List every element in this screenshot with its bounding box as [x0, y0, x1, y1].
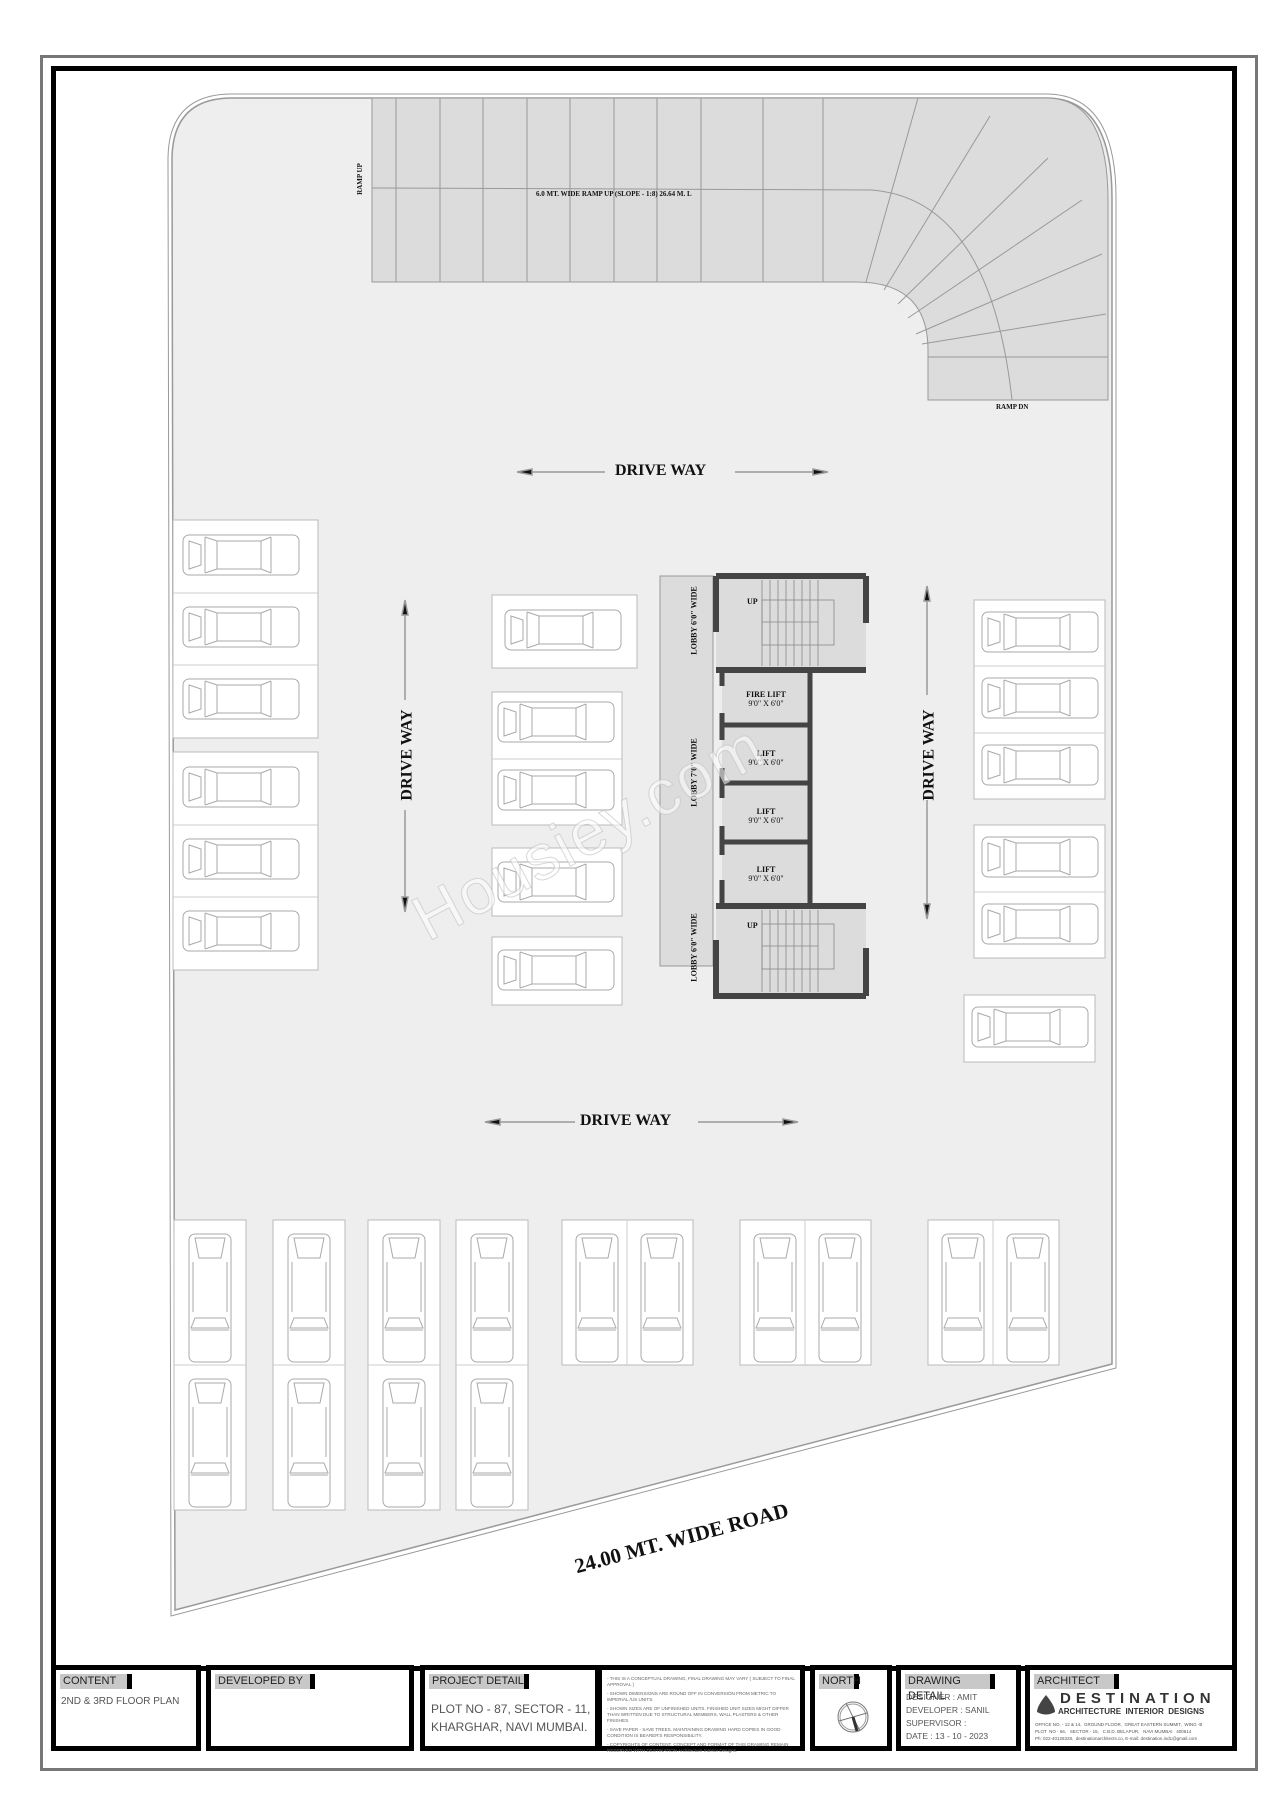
designer: DESIGNER : AMIT — [906, 1692, 978, 1702]
lift-label-2: LIFT 9'0" X 6'0" — [724, 807, 808, 825]
title-block-developed-by: DEVELOPED BY — [206, 1665, 414, 1751]
fire-lift-label: FIRE LIFT 9'0" X 6'0" — [724, 690, 808, 708]
note-4: - SAVE PAPER - SAVE TREES. MAINTAINING D… — [607, 1726, 781, 1739]
stair-up-label-bottom: UP — [747, 921, 758, 930]
note-1: - THIS IS A CONCEPTUAL DRAWING, FINAL DR… — [607, 1676, 795, 1688]
architect-contact: Ph: 022-40126328, destinationarchitects.… — [1035, 1736, 1198, 1741]
developed-by-header: DEVELOPED BY — [215, 1674, 315, 1689]
architect-brand: DESTINATION — [1060, 1690, 1216, 1707]
ramp-up-label: RAMP UP — [355, 163, 364, 195]
lift-size: 9'0" X 6'0" — [748, 816, 784, 825]
lift-name: LIFT — [756, 749, 776, 758]
lift-size: 9'0" X 6'0" — [748, 699, 784, 708]
driveway-label-left: DRIVE WAY — [398, 709, 416, 801]
note-3: - SHOWN SIZES ARE OF UNFINISHED UNITS. F… — [607, 1705, 789, 1724]
stair-up-label-top: UP — [747, 597, 758, 606]
title-block-content: CONTENT 2ND & 3RD FLOOR PLAN — [51, 1665, 201, 1751]
lobby-label-top: LOBBY 6'0" WIDE — [689, 586, 699, 655]
note-5: - COPYRIGHTS OF CONTENT, CONCEPT AND FOR… — [607, 1741, 789, 1754]
driveway-label-right: DRIVE WAY — [920, 709, 938, 801]
project-detail-header: PROJECT DETAIL — [429, 1674, 529, 1689]
content-value: 2ND & 3RD FLOOR PLAN — [61, 1696, 180, 1707]
project-detail-line1: PLOT NO - 87, SECTOR - 11, — [431, 1702, 591, 1716]
project-detail-line2: KHARGHAR, NAVI MUMBAI. — [431, 1720, 588, 1734]
lift-name: FIRE LIFT — [746, 690, 786, 699]
architect-address-1: OFFICE NO. - 12 & 14, GROUND FLOOR, GREA… — [1035, 1722, 1203, 1727]
title-block-notes: - THIS IS A CONCEPTUAL DRAWING, FINAL DR… — [597, 1665, 805, 1753]
title-block-north: NORTH — [810, 1665, 892, 1751]
architect-header: ARCHITECT — [1034, 1674, 1119, 1689]
lobby — [659, 575, 714, 967]
lift-label-3: LIFT 9'0" X 6'0" — [724, 865, 808, 883]
lobby-label-bottom: LOBBY 6'0" WIDE — [689, 913, 699, 982]
destination-logo-icon — [1037, 1695, 1055, 1715]
north-header: NORTH — [819, 1674, 861, 1689]
architect-tagline: ARCHITECTURE INTERIOR DESIGNS — [1058, 1707, 1205, 1716]
title-block-project-detail: PROJECT DETAIL PLOT NO - 87, SECTOR - 11… — [420, 1665, 600, 1751]
date: DATE : 13 - 10 - 2023 — [906, 1731, 989, 1741]
title-block-architect: ARCHITECT DESTINATION ARCHITECTURE INTER… — [1025, 1665, 1237, 1751]
ramp — [371, 97, 1109, 401]
lift-size: 9'0" X 6'0" — [748, 758, 784, 767]
supervisor: SUPERVISOR : — [906, 1718, 967, 1728]
lift-name: LIFT — [756, 865, 776, 874]
driveway-label-top: DRIVE WAY — [615, 462, 707, 479]
north-compass-icon — [837, 1701, 869, 1733]
ramp-description: 6.0 MT. WIDE RAMP UP (SLOPE - 1:8) 26.64… — [536, 190, 692, 198]
title-block-drawing-detail: DRAWING DETAIL DESIGNER : AMIT DEVELOPER… — [896, 1665, 1021, 1751]
content-header: CONTENT — [60, 1674, 132, 1689]
lift-label-1: LIFT 9'0" X 6'0" — [724, 749, 808, 767]
note-2: - SHOWN DIMENSIONS ARE ROUND OFF IN CONV… — [607, 1690, 777, 1703]
drawing-detail-header: DRAWING DETAIL — [905, 1674, 995, 1702]
ramp-dn-label: RAMP DN — [996, 403, 1029, 411]
lift-size: 9'0" X 6'0" — [748, 874, 784, 883]
architect-address-2: PLOT NO - 66, SECTOR - 15, C.B.D. BELAPU… — [1035, 1729, 1192, 1734]
lift-name: LIFT — [756, 807, 776, 816]
developer: DEVELOPER : SANIL — [906, 1705, 990, 1715]
driveway-label-bottom: DRIVE WAY — [580, 1112, 672, 1129]
